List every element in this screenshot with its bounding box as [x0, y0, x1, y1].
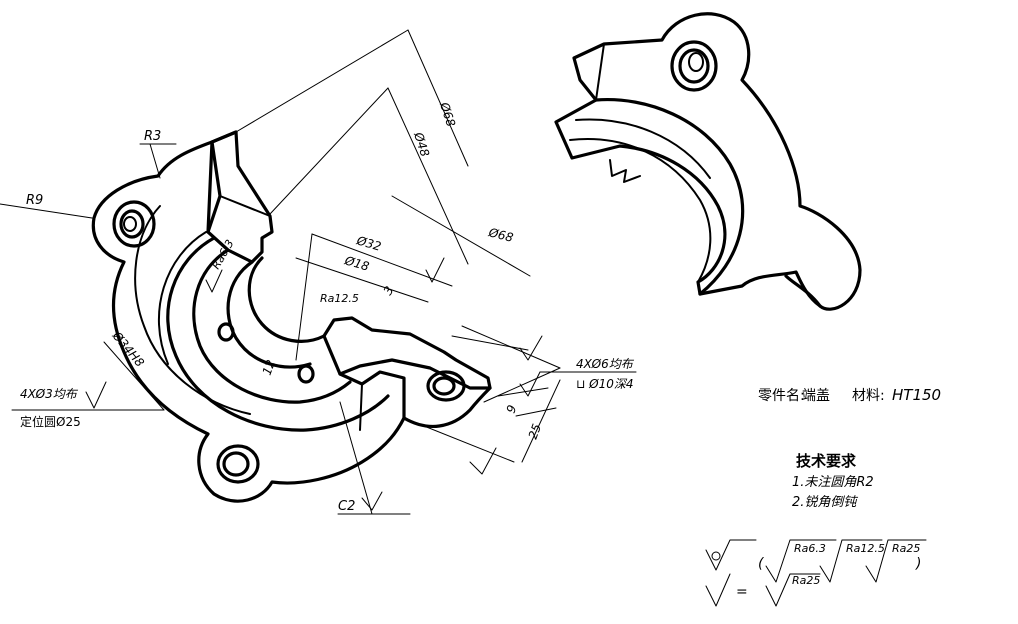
- dim-25: 25: [526, 422, 544, 441]
- material-label: 材料:: [852, 388, 885, 404]
- tech-req-item1: 1.未注圆角R2: [792, 475, 874, 490]
- legend-close-paren: ): [915, 556, 921, 572]
- upper-cut-face: [206, 130, 274, 264]
- iso-hole-inner: [678, 48, 710, 84]
- dim-9: 9: [504, 403, 520, 415]
- material: HT150: [892, 386, 941, 404]
- roughness-ra125: Ra12.5: [320, 292, 359, 305]
- pin-hole-1: [217, 322, 235, 342]
- dim-12: 12: [260, 358, 278, 377]
- legend-ra63: Ra6.3: [794, 542, 826, 555]
- hole-ear-lower-left: [216, 444, 260, 484]
- dim-r9: R9: [26, 193, 43, 208]
- inner-arc-5: [134, 205, 251, 415]
- lower-cut-face: [322, 316, 492, 390]
- dim-d68-mid: Ø68: [486, 225, 515, 245]
- inner-arc-2: [157, 231, 207, 365]
- part-name-label: 零件名:: [758, 388, 805, 404]
- dim-r3: R3: [144, 129, 161, 144]
- dim-d68-top: Ø68: [437, 100, 458, 129]
- callout-holes-3: 4XØ3均布: [20, 387, 79, 401]
- bore-arc: [247, 256, 326, 343]
- iso-hole-outer: [670, 40, 718, 92]
- legend-open-paren: (: [758, 556, 764, 572]
- part-name: 端盖: [802, 388, 830, 404]
- iso-outline: [554, 12, 862, 311]
- dim-c2: C2: [338, 499, 355, 514]
- roughness-ra63: Ra6.3: [209, 237, 236, 271]
- dim-d32: Ø32: [354, 233, 383, 254]
- roughness-legend: [705, 539, 927, 607]
- inner-arc-4: [226, 260, 312, 369]
- dim-3: 3: [381, 284, 397, 298]
- inner-arc-3: [192, 248, 352, 404]
- dim-d18: Ø18: [342, 253, 371, 274]
- dimension-lines: [0, 29, 637, 515]
- legend-equals: =: [736, 584, 748, 600]
- main-section-view: [91, 130, 492, 503]
- tech-req-item2: 2.锐角倒钝: [792, 495, 858, 510]
- callout-pitch-circle: 定位圆Ø25: [20, 414, 81, 429]
- isometric-view: [554, 12, 862, 311]
- callout-holes-6: 4XØ6均布: [576, 357, 635, 371]
- hole-ear-upper-left: [112, 200, 156, 248]
- legend-ra25: Ra25: [892, 542, 920, 555]
- flange-outline: [91, 130, 492, 503]
- hole-ear-right: [426, 370, 466, 402]
- legend-ra125: Ra12.5: [846, 542, 885, 555]
- pin-hole-2: [297, 364, 315, 384]
- callout-counterbore: ⊔ Ø10深4: [576, 377, 634, 391]
- legend-ra25-b: Ra25: [792, 574, 820, 587]
- roughness-symbols: [85, 257, 543, 511]
- tech-req-title: 技术要求: [796, 452, 857, 470]
